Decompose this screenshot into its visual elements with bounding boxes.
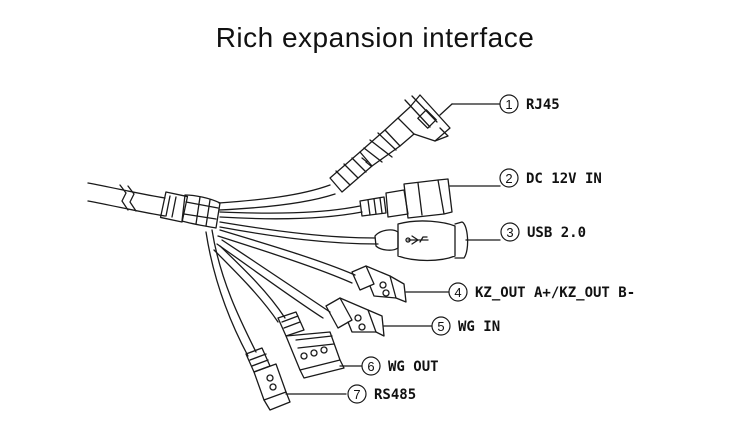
callout-circle (500, 222, 520, 242)
label-rj45: RJ45 (526, 97, 560, 113)
kz-out-cable (217, 229, 451, 303)
main-cable (87, 182, 189, 223)
callout-circle (361, 356, 381, 376)
callout-number: 1 (505, 97, 512, 112)
callout-circle (347, 384, 367, 404)
label-dc-in: DC 12V IN (526, 171, 602, 187)
callout-circle (499, 168, 519, 188)
callout-number: 6 (367, 359, 374, 374)
callout-number: 3 (506, 225, 513, 240)
label-kz-out: KZ_OUT A+/KZ_OUT B- (475, 285, 635, 301)
callout-circle (499, 94, 519, 114)
callout-number: 2 (505, 171, 512, 186)
rj45-cable (218, 94, 501, 211)
callout-number: 5 (437, 319, 444, 334)
rs485-cable (205, 229, 347, 411)
callout-numbers (347, 94, 520, 404)
label-usb: USB 2.0 (527, 225, 586, 241)
callout-number: 7 (353, 387, 360, 402)
usb-cable (219, 220, 501, 262)
dc-cable (219, 178, 501, 220)
splitter-boot (181, 194, 221, 229)
label-wg-out: WG OUT (388, 359, 439, 375)
callout-number: 4 (454, 285, 461, 300)
label-wg-in: WG IN (458, 319, 500, 335)
callout-circle (431, 316, 451, 336)
diagram-title: Rich expansion interface (215, 22, 535, 53)
wg-out-cable (213, 245, 381, 379)
wg-in-cable (216, 239, 433, 337)
callout-circle (448, 282, 468, 302)
label-rs485: RS485 (374, 387, 416, 403)
